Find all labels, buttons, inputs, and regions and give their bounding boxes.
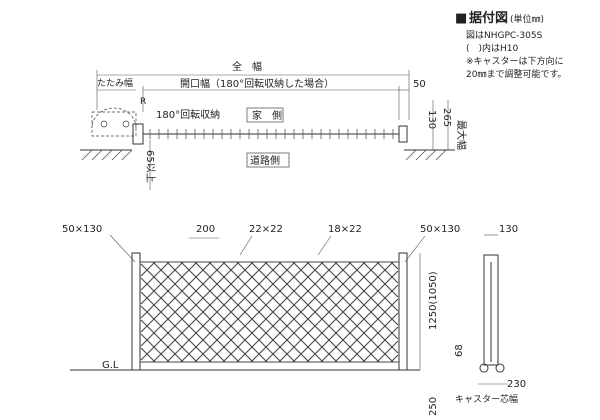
plan-view: 全 幅 開口幅（180°回転収納した場合） たたみ幅 50 R [80, 60, 468, 190]
elevation-view: G.L 50×130 200 22×22 18×22 50×130 1250(1… [62, 224, 526, 416]
opening-width-label: 開口幅（180°回転収納した場合） [180, 77, 334, 90]
post-left-label: 50×130 [62, 224, 102, 235]
dim-50: 50 [413, 79, 426, 90]
road-side-label: 道路側 [250, 154, 280, 167]
caster-width-label: キャスター芯幅 [455, 393, 518, 405]
max-width-label: 最大幅 [455, 120, 468, 150]
gate-plan-ticks [149, 129, 394, 139]
folded-width-label: たたみ幅 [97, 77, 133, 89]
side-post [483, 254, 499, 366]
pipe-18-label: 18×22 [328, 224, 362, 235]
title-square: ■ [455, 11, 467, 26]
caster-right [495, 363, 505, 373]
height-label: 1250(1050) [428, 271, 439, 330]
rotation-arc [91, 107, 137, 129]
left-post [131, 252, 141, 371]
right-post [398, 252, 408, 371]
note-model: 図はNHGPC-305S [466, 30, 543, 41]
pitch-label: 200 [196, 224, 215, 235]
rotation-label: 180°回転収納 [156, 108, 220, 121]
folded-gate-outline [91, 111, 137, 137]
pipe-22-label: 22×22 [249, 224, 283, 235]
note-h10: ( )内はH10 [466, 42, 519, 54]
dim-130-plan: 130 [426, 110, 437, 129]
svg-text:R: R [140, 97, 146, 107]
drawing-title: 据付図 [469, 10, 508, 26]
left-post-plan [132, 123, 144, 145]
lattice [140, 261, 399, 363]
side-130: 130 [499, 224, 518, 235]
right-post-plan [398, 125, 408, 143]
caster-left [479, 363, 489, 373]
dim-65-min: 65以上 [144, 150, 156, 183]
post-right-label: 50×130 [420, 224, 460, 235]
dim-265: 265 [441, 108, 452, 127]
house-side-label: 家 側 [252, 109, 282, 122]
note-caster: ※キャスターは下方向に [466, 55, 564, 67]
dim-68: 68 [454, 344, 465, 357]
unit-label: (単位㎜) [510, 13, 544, 25]
side-230: 230 [507, 379, 526, 390]
overall-width-label: 全 幅 [232, 60, 262, 73]
note-adjust: 20㎜まで調整可能です。 [466, 68, 567, 80]
gl-label: G.L [102, 360, 119, 371]
dim-250: 250 [428, 397, 439, 416]
